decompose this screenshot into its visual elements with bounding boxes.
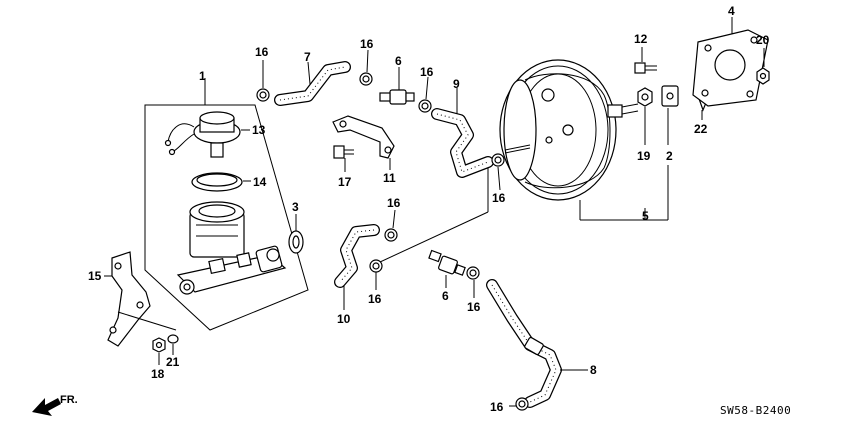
callout-5: 5 [642,209,649,223]
vacuum-hose-9 [431,108,494,178]
master-cylinder-body [176,201,287,295]
callout-16-b: 16 [360,37,374,51]
hose-clamp [384,228,398,242]
mounting-bracket [107,251,151,347]
vacuum-hose-7 [274,61,351,106]
callout-15: 15 [88,269,102,283]
callout-1: 1 [199,69,206,83]
leader-16c [425,76,429,100]
callout-4: 4 [728,4,735,18]
hose-clamp [466,266,480,280]
callout-21: 21 [166,355,180,369]
vacuum-hose-8 [486,279,562,408]
hose-clamp [359,72,373,86]
callout-9: 9 [453,77,460,91]
callout-11: 11 [383,171,396,185]
callout-14: 14 [253,175,267,189]
callout-6-lower: 6 [442,289,449,303]
callout-2: 2 [666,149,673,163]
callout-17: 17 [338,175,352,189]
callout-16-e: 16 [387,196,401,210]
direction-label: FR. [60,394,78,406]
callout-13: 13 [252,123,266,137]
callout-16-g: 16 [467,300,481,314]
callout-3: 3 [292,200,299,214]
arrow-front-icon [32,398,61,416]
washer [167,334,179,344]
callout-19: 19 [637,149,651,163]
callout-18: 18 [151,367,165,381]
leader-16b [366,49,369,73]
callout-12: 12 [634,32,648,46]
vacuum-hose-10 [334,224,380,288]
brake-booster [499,59,639,201]
leader-7 [307,61,311,85]
callout-16-a: 16 [255,45,269,59]
check-valve [379,89,415,105]
leader-16e [392,209,396,229]
callout-16-d: 16 [492,191,506,205]
diagram-code: SW58-B2400 [720,404,791,417]
callout-20: 20 [756,33,770,47]
leader-16d [497,166,501,191]
reservoir-strainer [191,172,243,192]
callout-6-upper: 6 [395,54,402,68]
callout-8: 8 [590,363,597,377]
hose-bracket [332,115,395,159]
callout-7: 7 [304,50,311,64]
callout-22: 22 [694,122,708,136]
callout-16-h: 16 [490,400,504,414]
hose-clamp [515,397,529,411]
callout-10: 10 [337,312,351,326]
booster-gasket [692,29,769,107]
master-cylinder-group-outline [144,104,309,331]
clevis [661,85,679,107]
hose-clamp [256,88,270,102]
hose-clamp [369,259,383,273]
hose-clamp [418,99,432,113]
bolt [634,62,657,74]
hose-clamp [491,153,505,167]
callout-16-c: 16 [420,65,434,79]
leader-bracket [117,311,177,331]
reservoir-cap [164,111,241,158]
check-valve [428,249,466,276]
link-line [379,211,489,263]
callout-16-f: 16 [368,292,382,306]
seal-ring [288,230,304,254]
bolt [333,145,354,159]
